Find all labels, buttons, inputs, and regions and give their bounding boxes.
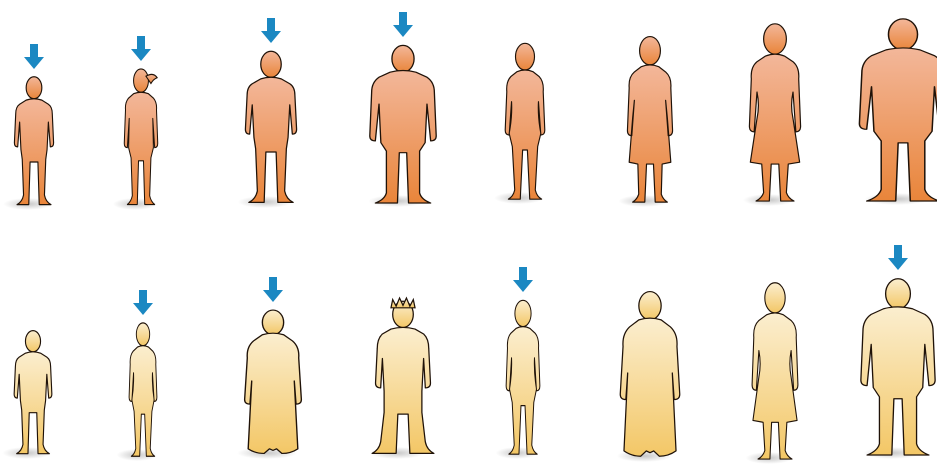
head-shape — [262, 310, 283, 335]
head-shape — [136, 323, 149, 346]
yellow-row — [2, 245, 935, 464]
person-silhouette-icon — [129, 323, 157, 456]
figure-girl-ponytail — [113, 36, 158, 210]
body-shape — [124, 92, 157, 204]
person-silhouette-icon — [752, 283, 798, 459]
person-silhouette-icon — [505, 43, 545, 199]
person-silhouette-icon — [370, 45, 436, 203]
person-silhouette-icon — [124, 69, 157, 205]
body-shape — [370, 71, 436, 203]
figure-child-boy — [3, 44, 53, 210]
body-shape — [14, 352, 52, 454]
down-arrow-icon — [261, 18, 281, 43]
head-shape — [392, 45, 414, 72]
person-silhouette-icon — [372, 298, 434, 453]
body-shape — [627, 65, 672, 202]
body-shape — [752, 313, 798, 459]
figure-curly-hair-woman — [746, 283, 798, 464]
head-shape — [25, 331, 40, 352]
head-shape — [516, 43, 535, 70]
figure-man-standing — [861, 245, 935, 459]
figure-long-hair-woman — [496, 267, 540, 459]
person-silhouette-icon — [859, 19, 937, 201]
person-silhouette-icon — [627, 37, 672, 203]
figure-woman-dress — [743, 24, 801, 206]
down-arrow-icon — [393, 12, 413, 37]
person-silhouette-icon — [861, 279, 935, 455]
body-shape — [245, 333, 302, 453]
figure-slim-woman — [117, 290, 158, 461]
head-shape — [26, 77, 42, 99]
figure-boy-shorts — [238, 18, 297, 208]
figure-woman-long-hair — [494, 43, 544, 204]
person-silhouette-icon — [245, 310, 302, 453]
figure-woman-skirt — [619, 37, 673, 207]
figure-elder-long-dress — [617, 292, 680, 462]
down-arrow-icon — [888, 245, 908, 270]
body-shape — [620, 318, 680, 456]
down-arrow-icon — [131, 36, 151, 61]
head-shape — [886, 279, 911, 309]
person-silhouette-icon — [14, 77, 53, 205]
person-silhouette-icon — [506, 300, 540, 454]
body-shape — [506, 327, 540, 455]
head-shape — [764, 24, 787, 54]
head-shape — [765, 283, 785, 313]
body-shape — [859, 48, 937, 201]
body-shape — [245, 77, 296, 202]
person-silhouette-icon — [620, 292, 680, 457]
person-silhouette-icon — [245, 51, 296, 202]
body-shape — [372, 327, 434, 453]
head-shape — [888, 19, 917, 50]
orange-row — [3, 12, 937, 210]
head-shape — [640, 37, 661, 65]
body-shape — [505, 70, 545, 199]
down-arrow-icon — [133, 290, 153, 315]
head-shape — [134, 69, 149, 92]
head-shape — [515, 300, 531, 326]
person-silhouette-icon — [749, 24, 800, 201]
head-shape — [639, 292, 661, 320]
body-shape — [861, 307, 935, 455]
body-shape — [129, 346, 157, 457]
person-silhouette-icon — [14, 331, 52, 454]
figure-woman-robe — [237, 277, 301, 459]
down-arrow-icon — [513, 267, 533, 292]
head-shape — [261, 51, 281, 77]
body-shape — [14, 99, 53, 205]
figure-teen-boy — [368, 12, 436, 207]
body-shape — [749, 54, 800, 201]
down-arrow-icon — [263, 277, 283, 302]
figure-spiky-hair-boy — [370, 298, 434, 459]
down-arrow-icon — [24, 44, 44, 69]
figure-large-man — [859, 19, 937, 205]
figure-small-boy — [2, 331, 52, 459]
